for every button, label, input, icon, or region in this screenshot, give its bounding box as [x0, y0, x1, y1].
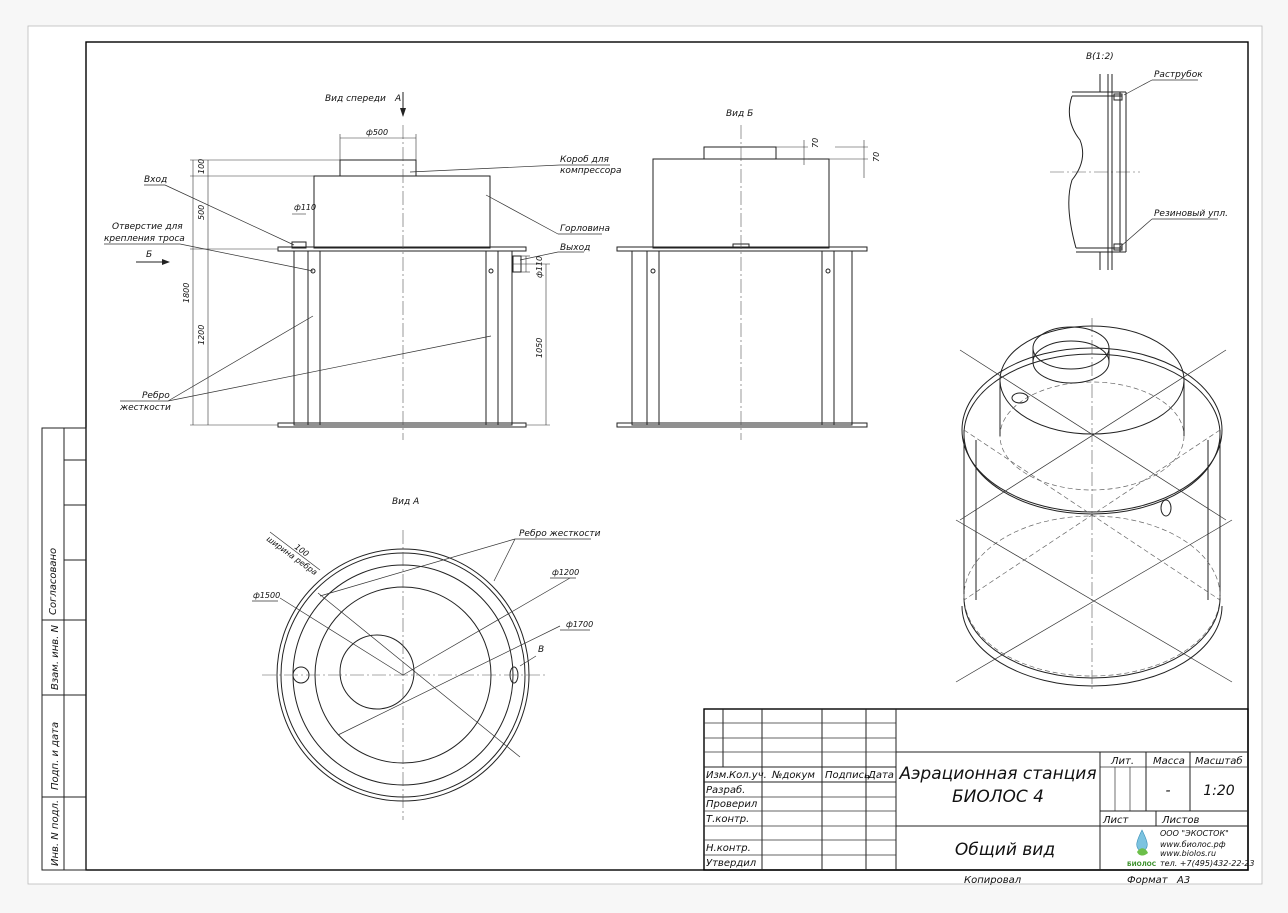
front-view-title: Вид спереди: [325, 94, 386, 104]
view-b-title: Вид Б: [726, 109, 753, 119]
callout-rastrubok: Раструбок: [1154, 70, 1203, 80]
dim-h100: 100: [197, 159, 206, 174]
tb-site2: www.biolos.ru: [1160, 849, 1216, 858]
paper-border: [27, 25, 1263, 885]
dim-d1200: ф1200: [552, 568, 579, 577]
tb-masshtab: Масштаб: [1195, 755, 1243, 767]
callout-vhod: Вход: [144, 175, 167, 185]
view-b: Вид Б 70 70: [616, 109, 881, 440]
tb-proveril: Проверил: [706, 799, 758, 810]
callout-rebro-zhestkosti: Ребро жесткости: [519, 529, 601, 539]
logo-text: БИОЛОС: [1127, 861, 1157, 868]
stamp-vzam: Взам. инв. N: [50, 625, 61, 690]
tb-razrab: Разраб.: [706, 784, 745, 796]
detail-v-title: В(1:2): [1086, 52, 1114, 62]
dim-h70-b: 70: [872, 152, 881, 162]
dim-h500: 500: [197, 205, 206, 220]
tb-site1: www.биолос.рф: [1160, 840, 1226, 849]
dim-h1050: 1050: [535, 338, 544, 358]
callout-korob-1: Короб для: [560, 155, 610, 165]
tb-subtitle: Общий вид: [955, 840, 1055, 860]
tb-col-sign: Подпись: [825, 770, 870, 781]
tb-col-kol: Кол.уч.: [729, 770, 767, 781]
mark-v: В: [538, 645, 544, 655]
tb-nkontr: Н.контр.: [706, 843, 751, 854]
tb-lit: Лит.: [1110, 756, 1134, 767]
front-view: Вид спереди А ф500 100: [104, 92, 622, 440]
dim-d500: ф500: [366, 128, 388, 137]
callout-rebro-2: жесткости: [119, 403, 171, 413]
dim-h1800: 1800: [182, 283, 191, 303]
dim-h1200: 1200: [197, 325, 206, 345]
section-arrow-b: Б: [146, 250, 152, 260]
biolos-logo: БИОЛОС: [1127, 829, 1157, 868]
callout-rebro-1: Ребро: [142, 391, 170, 401]
tb-col-date: Дата: [867, 770, 894, 781]
tb-col-izm: Изм.: [706, 770, 730, 781]
callout-rezinovy: Резиновый упл.: [1154, 209, 1228, 219]
callout-gorlovina: Горловина: [560, 224, 610, 234]
stamp-inv: Инв. N подл.: [50, 800, 61, 866]
tb-kopiroval: Копировал: [964, 875, 1022, 886]
dim-d1500: ф1500: [253, 591, 280, 600]
tb-phone: тел. +7(495)432-22-23: [1160, 859, 1255, 868]
tb-title-line2: БИОЛОС 4: [952, 787, 1044, 807]
view-a-title: Вид А: [392, 497, 419, 507]
detail-v: В(1:2) Раструбок Резиновый упл.: [1050, 52, 1228, 270]
stamp-podp: Подп. и дата: [50, 722, 61, 790]
tb-col-doc: №докум: [771, 770, 815, 781]
view-arrow-a-label: А: [394, 94, 401, 104]
dim-d110-inlet: ф110: [294, 203, 316, 212]
tb-utverdil: Утвердил: [706, 858, 757, 869]
tb-massa: Масса: [1153, 756, 1185, 767]
tb-tkontr: Т.контр.: [706, 814, 749, 825]
callout-otverstie-2: крепления троса: [104, 234, 185, 244]
tb-format-label: Формат: [1127, 875, 1169, 886]
title-block: Изм. Кол.уч. №докум Подпись Дата Разраб.…: [703, 708, 1255, 886]
tb-format-value: А3: [1176, 875, 1190, 886]
callout-vyhod: Выход: [560, 243, 590, 253]
stamp-soglasovano: Согласовано: [48, 548, 59, 615]
tb-listov: Листов: [1161, 815, 1199, 826]
tb-title-line1: Аэрационная станция: [898, 764, 1096, 784]
dim-d110-outlet: ф110: [535, 256, 544, 278]
dim-d1700: ф1700: [566, 620, 593, 629]
callout-korob-2: компрессора: [560, 166, 622, 176]
side-stamp: Согласовано Взам. инв. N Подп. и дата Ин…: [41, 427, 87, 871]
dim-h70-a: 70: [811, 138, 820, 148]
isometric-view: [955, 318, 1233, 690]
tb-company: ООО "ЭКОСТОК": [1160, 829, 1229, 838]
tb-scale-value: 1:20: [1203, 783, 1235, 799]
tb-list: Лист: [1102, 815, 1130, 826]
callout-otverstie-1: Отверстие для: [112, 222, 183, 232]
tb-massa-value: -: [1165, 783, 1170, 799]
